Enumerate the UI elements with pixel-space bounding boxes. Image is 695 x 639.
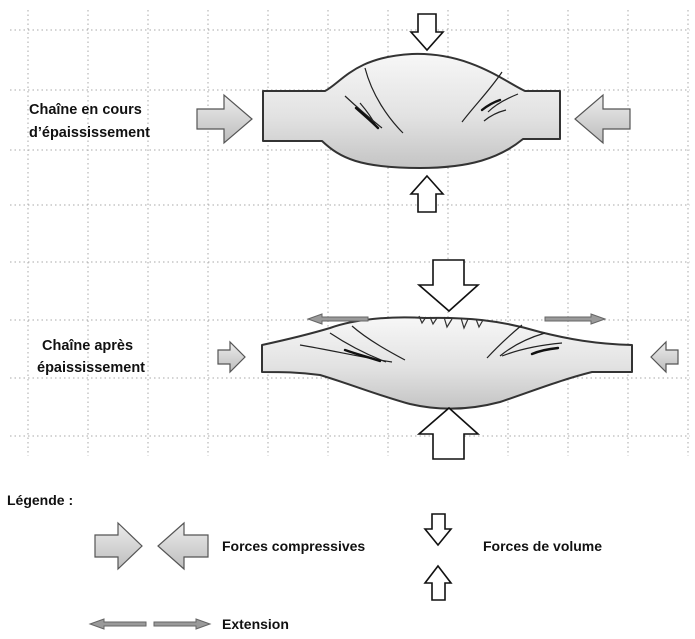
fault-lines-row2 xyxy=(299,324,563,363)
extension-arrow-left-icon xyxy=(306,313,369,325)
extension-arrow-right-icon xyxy=(544,313,607,325)
legend-volume-down-icon xyxy=(423,513,453,547)
compression-arrow-left-icon xyxy=(196,93,253,145)
row1-label: Chaîne en cours d’épaississement xyxy=(29,102,150,141)
normal-faults-top xyxy=(418,315,484,330)
legend-compression-right-icon xyxy=(94,521,143,571)
legend-volume-up-icon xyxy=(423,564,453,601)
legend-extension-label: Extension xyxy=(222,616,289,632)
volume-arrow-large-up-icon xyxy=(416,406,481,460)
fault-arrow-marks-row1 xyxy=(354,98,502,130)
legend-extension-left-icon xyxy=(88,618,147,630)
chain-body-row2 xyxy=(261,316,633,410)
compression-arrow-right-icon xyxy=(574,93,631,145)
volume-arrow-large-down-icon xyxy=(416,259,481,313)
legend-compressive-label: Forces compressives xyxy=(222,538,365,554)
legend: Légende : Forces compressives Forces de … xyxy=(7,492,602,632)
fault-arrow-marks-row2 xyxy=(343,346,560,363)
row2-label: Chaîne après épaississement xyxy=(37,338,145,376)
volume-arrow-up-icon xyxy=(409,174,445,213)
legend-extension-right-icon xyxy=(153,618,212,630)
background-grid xyxy=(10,10,690,456)
row1-label-line1: Chaîne en cours xyxy=(29,102,142,118)
row1-label-line2: d’épaississement xyxy=(29,125,150,141)
volume-arrow-down-icon xyxy=(409,13,445,52)
legend-title: Légende : xyxy=(7,492,73,508)
row1-thickening-chain: Chaîne en cours d’épaississement xyxy=(29,13,631,213)
row2-label-line1: Chaîne après xyxy=(42,338,133,354)
compression-arrow-small-left-icon xyxy=(217,340,246,374)
row2-label-line2: épaississement xyxy=(37,360,145,376)
row2-after-thickening: Chaîne après épaississement xyxy=(37,259,679,460)
chain-body-row1 xyxy=(262,52,561,169)
legend-compression-left-icon xyxy=(157,521,209,571)
compression-arrow-small-right-icon xyxy=(650,340,679,374)
legend-volume-label: Forces de volume xyxy=(483,538,602,554)
